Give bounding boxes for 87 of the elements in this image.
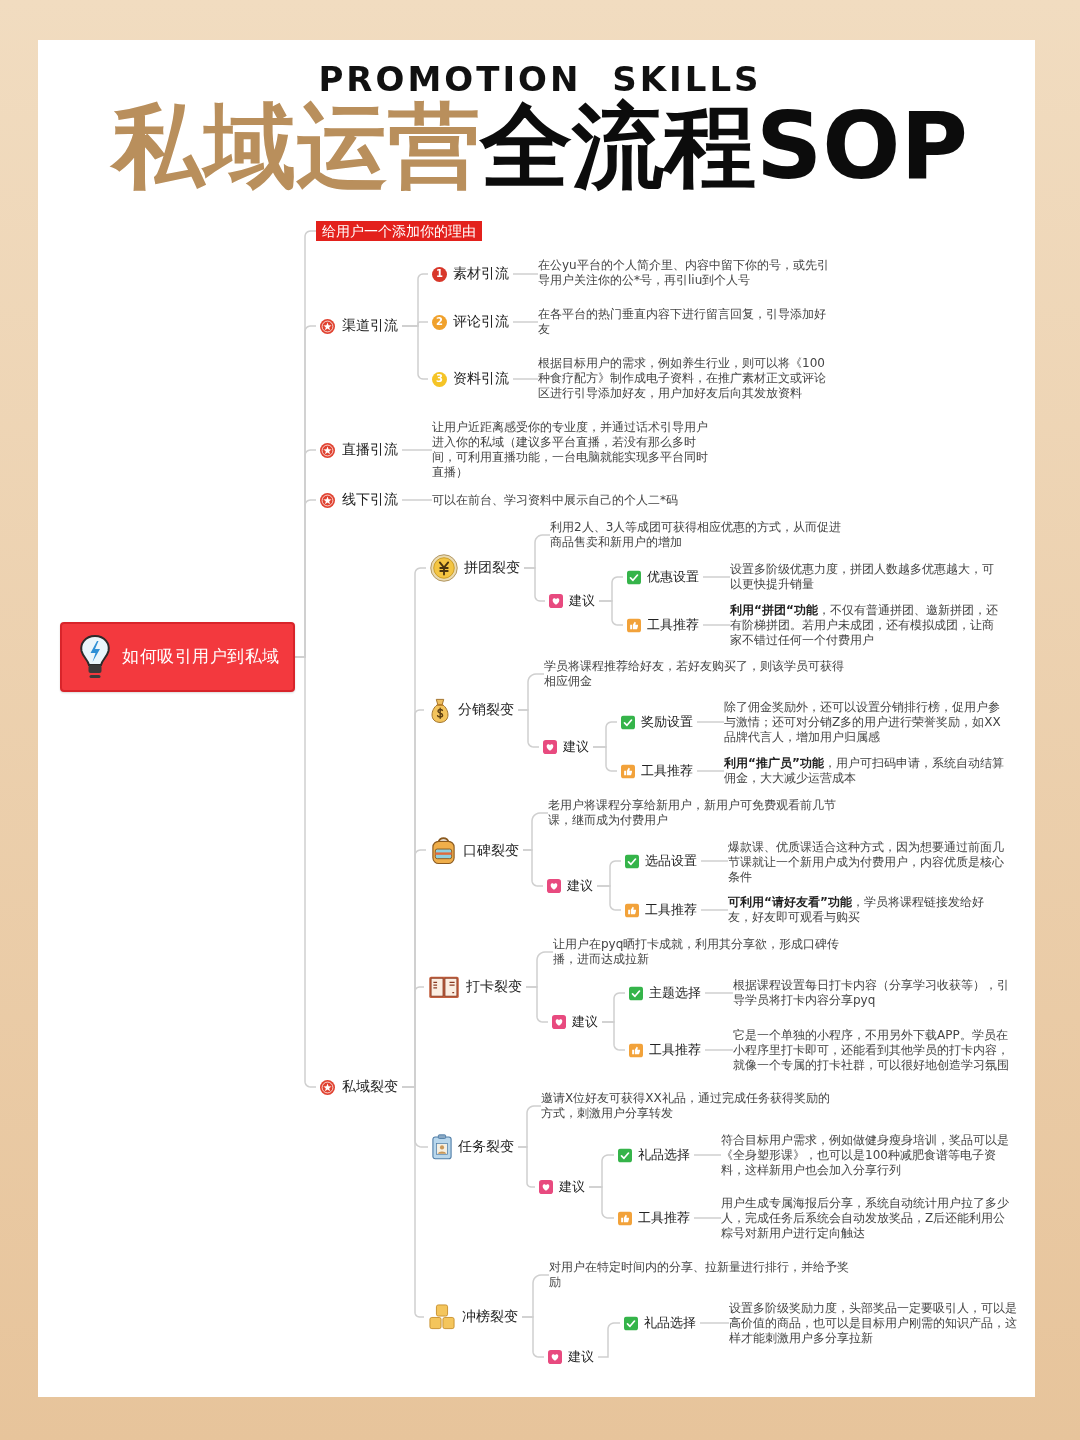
connector-line — [517, 1146, 536, 1188]
connector-line — [401, 499, 433, 501]
description-text: 让用户近距离感受你的专业度，并通过话术引导用户进入你的私域（建议多平台直播，若没有那么多时间，可利用直播功能，一台电脑就能实现多平台同时直播） — [432, 420, 717, 480]
category-label: 任务裂变 — [458, 1138, 514, 1156]
connector-line — [693, 1154, 722, 1156]
connector-line — [522, 849, 544, 887]
advice-label: 建议 — [569, 592, 595, 610]
description-text: 除了佣金奖励外，还可以设置分销排行榜，促用户参与激情；还可对分销Z多的用户进行荣誉奖励，如XX品牌代言人，增加用户归属感 — [724, 699, 1004, 745]
subtitle: PROMOTION SKILLS — [318, 62, 762, 96]
description-text: 让用户在pyq晒打卡成就，利用其分享欲，形成口碑传播，进而达成拉新 — [553, 937, 853, 967]
item-label: 工具推荐 — [649, 1041, 701, 1059]
connector-line — [704, 992, 734, 994]
connector-line — [588, 1186, 615, 1219]
item-label: 主题选择 — [649, 984, 701, 1002]
advice-label: 建议 — [567, 877, 593, 895]
topic-label: 如何吸引用户到私域 — [122, 646, 280, 668]
description-text: 邀请X位好友可获得XX礼品，通过完成任务获得奖励的方式，刺激用户分享转发 — [541, 1091, 841, 1121]
connector-line — [700, 860, 729, 862]
connector-line — [702, 576, 731, 578]
description-text: 设置多阶级优惠力度，拼团人数越多优惠越大，可以更快提升销量 — [730, 562, 1002, 592]
connector-line — [525, 986, 549, 1023]
connector-line — [601, 1021, 626, 1051]
connector-line — [523, 567, 546, 602]
category-label: 分销裂变 — [458, 701, 514, 719]
description-text: 利用2人、3人等成团可获得相应优惠的方式，从而促进商品售卖和新用户的增加 — [550, 520, 850, 550]
connector-line — [696, 770, 725, 772]
connector-line — [598, 600, 624, 626]
connector-line — [693, 1217, 722, 1219]
branch-label: 线下引流 — [342, 491, 398, 509]
description-text: 设置多阶级奖励力度，头部奖品一定要吸引人，可以是高价值的商品，也可以是目标用户刚需的知识产品，这样才能刺激用户多分享拉新 — [729, 1300, 1017, 1346]
branch-label: 资料引流 — [453, 370, 509, 388]
description-text: 可利用“请好友看”功能，学员将课程链接发给好友，好友即可观看与购买 — [728, 895, 1002, 925]
connector-line — [597, 1322, 621, 1358]
connector-line — [517, 709, 540, 748]
connector-line — [696, 721, 725, 723]
description-text: 老用户将课程分享给新用户，新用户可免费观看前几节课，继而成为付费用户 — [548, 798, 848, 828]
description-text: 符合目标用户需求，例如做健身瘦身培训，奖品可以是《全身塑形课》，也可以是100种减肥食谱等电子资料，这样新用户也会加入分享行列 — [721, 1132, 1009, 1178]
description-text: 在各平台的热门垂直内容下进行留言回复，引导添加好友 — [538, 307, 830, 337]
description-text: 利用“拼团“功能，不仅有普通拼团、邀新拼团，还有阶梯拼团。若用户未成团，还有模拟成团，让商家不错过任何一个付费用户 — [730, 602, 998, 648]
item-label: 选品设置 — [645, 852, 697, 870]
description-text: 学员将课程推荐给好友，若好友购买了，则该学员可获得相应佣金 — [544, 659, 844, 689]
category-label: 打卡裂变 — [466, 978, 522, 996]
connector-line — [521, 1316, 545, 1358]
item-label: 礼品选择 — [644, 1314, 696, 1332]
item-label: 工具推荐 — [638, 1209, 690, 1227]
heading-banner: 给用户一个添加你的理由 — [316, 221, 482, 241]
connector-line — [401, 1086, 425, 1318]
connector-line — [699, 1322, 730, 1324]
connector-line — [700, 909, 729, 911]
category-label: 拼团裂变 — [464, 559, 520, 577]
description-text: 根据目标用户的需求，例如养生行业，则可以将《100种食疗配方》制作成电子资料，在推广素材正文或评论区进行引导添加好友，用户加好友后向其发放资料 — [538, 355, 830, 401]
description-text: 爆款课、优质课适合这种方式，因为想要通过前面几节课就让一个新用户成为付费用户，内容优质是核心条件 — [728, 839, 1008, 885]
branch-label: 渠道引流 — [342, 317, 398, 335]
description-text: 用户生成专属海报后分享，系统自动统计用户拉了多少人，完成任务后系统会自动发放奖品，Z后还能利用公粽号对新用户进行定向触达 — [721, 1195, 1009, 1241]
connector-line — [401, 449, 433, 451]
root-topic-box — [60, 622, 295, 692]
item-label: 优惠设置 — [647, 568, 699, 586]
connector-line — [592, 746, 618, 772]
description-text: 可以在前台、学习资料中展示自己的个人二*码 — [432, 492, 832, 508]
item-label: 礼品选择 — [638, 1146, 690, 1164]
item-label: 工具推荐 — [645, 901, 697, 919]
description-text: 对用户在特定时间内的分享、拉新量进行排行，并给予奖励 — [549, 1260, 849, 1290]
description-text: 根据课程设置每日打卡内容（分享学习收获等），引导学员将打卡内容分享pyq — [733, 978, 1015, 1008]
advice-label: 建议 — [572, 1013, 598, 1031]
connector-line — [512, 378, 539, 380]
connector-line — [512, 273, 539, 275]
title: 私域运营全流程SOP — [112, 96, 968, 198]
advice-label: 建议 — [568, 1348, 594, 1366]
description-text: 利用“推广员”功能，用户可扫码申请，系统自动结算佣金，大大减少运营成本 — [724, 756, 1004, 786]
connector-line — [401, 325, 429, 380]
category-label: 口碑裂变 — [463, 841, 519, 859]
item-label: 工具推荐 — [647, 616, 699, 634]
branch-label: 直播引流 — [342, 441, 398, 459]
connector-line — [702, 624, 731, 626]
branch-label: 素材引流 — [453, 265, 509, 283]
item-label: 工具推荐 — [641, 762, 693, 780]
connector-line — [512, 321, 539, 323]
description-text: 在公yu平台的个人简介里、内容中留下你的号，或先引导用户关注你的公*号，再引liu到个人号 — [538, 258, 830, 288]
description-text: 它是一个单独的小程序，不用另外下载APP。学员在小程序里打卡即可，还能看到其他学员的打卡内容，就像一个专属的打卡社群，可以很好地创造学习氛围 — [733, 1027, 1015, 1073]
connector-line — [704, 1049, 734, 1051]
category-label: 冲榜裂变 — [462, 1308, 518, 1326]
item-label: 奖励设置 — [641, 713, 693, 731]
branch-label: 私域裂变 — [342, 1078, 398, 1096]
advice-label: 建议 — [559, 1178, 585, 1196]
connector-line — [596, 885, 622, 911]
advice-label: 建议 — [563, 738, 589, 756]
branch-label: 评论引流 — [453, 313, 509, 331]
